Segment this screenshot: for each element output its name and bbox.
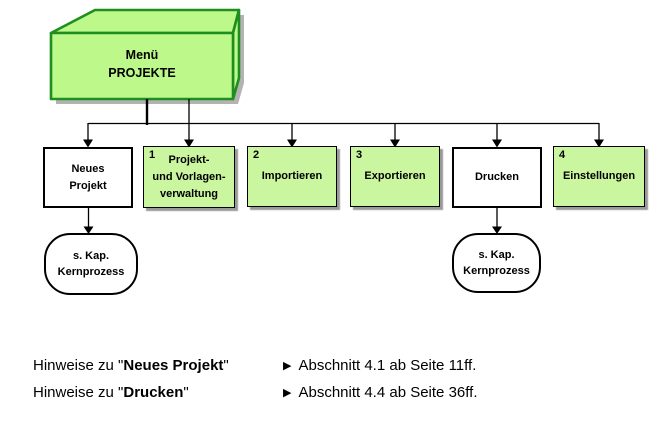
box-projekt-und-vorlagenverwaltung: 1 Projekt- und Vorlagen- verwaltung bbox=[143, 146, 235, 208]
box-neues-projekt: Neues Projekt bbox=[43, 147, 133, 208]
note-reference: ▶ Abschnitt 4.1 ab Seite 11ff. bbox=[283, 357, 476, 376]
pointer-triangle-icon: ▶ bbox=[283, 387, 292, 399]
box-label: Exportieren bbox=[364, 170, 426, 182]
pointer-triangle-icon: ▶ bbox=[283, 360, 292, 372]
note-reference-text: Abschnitt 4.4 ab Seite 36ff. bbox=[298, 384, 478, 401]
arrowhead-icon bbox=[287, 139, 297, 148]
arrowhead-icon bbox=[492, 226, 502, 234]
note-target: Neues Projekt bbox=[123, 357, 224, 374]
note-prefix: Hinweise zu " bbox=[33, 357, 124, 374]
box-label: Einstellungen bbox=[562, 170, 636, 182]
box-label: Drucken bbox=[474, 171, 520, 183]
note-label: Hinweise zu "Neues Projekt" bbox=[33, 357, 229, 375]
note-label: Hinweise zu "Drucken" bbox=[33, 384, 189, 402]
box-number: 4 bbox=[559, 149, 566, 161]
box-label: Projekt- und Vorlagen- verwaltung bbox=[152, 153, 226, 200]
arrowhead-icon bbox=[492, 139, 502, 148]
menu-box-3d-shape bbox=[49, 8, 244, 104]
box-drucken: Drucken bbox=[452, 147, 542, 208]
menu-box-label: Menü PROJEKTE bbox=[51, 33, 233, 99]
box-exportieren: 3 Exportieren bbox=[350, 146, 440, 207]
box-einstellungen: 4 Einstellungen bbox=[553, 146, 645, 207]
note-row-neues-projekt: Hinweise zu "Neues Projekt" ▶ Abschnitt 4… bbox=[0, 357, 668, 377]
terminator-label: s. Kap. Kernprozess bbox=[57, 250, 125, 278]
menu-box-line1: Menü bbox=[125, 47, 159, 62]
box-label: Neues Projekt bbox=[69, 162, 107, 192]
note-suffix: " bbox=[183, 384, 189, 401]
box-number: 1 bbox=[149, 149, 156, 161]
arrowhead-icon bbox=[83, 139, 93, 148]
note-prefix: Hinweise zu " bbox=[33, 384, 124, 401]
box-importieren: 2 Importieren bbox=[247, 146, 337, 207]
connector-tree bbox=[83, 99, 604, 234]
box-label: Importieren bbox=[261, 170, 323, 182]
terminator-kernprozess-left: s. Kap. Kernprozess bbox=[44, 233, 138, 295]
note-reference-text: Abschnitt 4.1 ab Seite 11ff. bbox=[298, 357, 477, 374]
menu-box-front-face bbox=[49, 31, 235, 101]
box-number: 2 bbox=[253, 149, 260, 161]
note-row-drucken: Hinweise zu "Drucken" ▶ Abschnitt 4.4 ab … bbox=[0, 384, 668, 404]
arrowhead-icon bbox=[594, 139, 604, 148]
arrowhead-icon bbox=[390, 139, 400, 148]
terminator-label: s. Kap. Kernprozess bbox=[463, 249, 530, 277]
menu-box-line2: PROJEKTE bbox=[108, 65, 176, 80]
menu-box-top-face bbox=[49, 8, 241, 35]
arrowhead-icon bbox=[83, 226, 94, 234]
terminator-kernprozess-right: s. Kap. Kernprozess bbox=[452, 233, 541, 293]
note-reference: ▶ Abschnitt 4.4 ab Seite 36ff. bbox=[283, 384, 477, 403]
note-suffix: " bbox=[223, 357, 229, 374]
arrowhead-icon bbox=[184, 139, 194, 148]
note-target: Drucken bbox=[123, 384, 184, 401]
box-number: 3 bbox=[356, 149, 363, 161]
